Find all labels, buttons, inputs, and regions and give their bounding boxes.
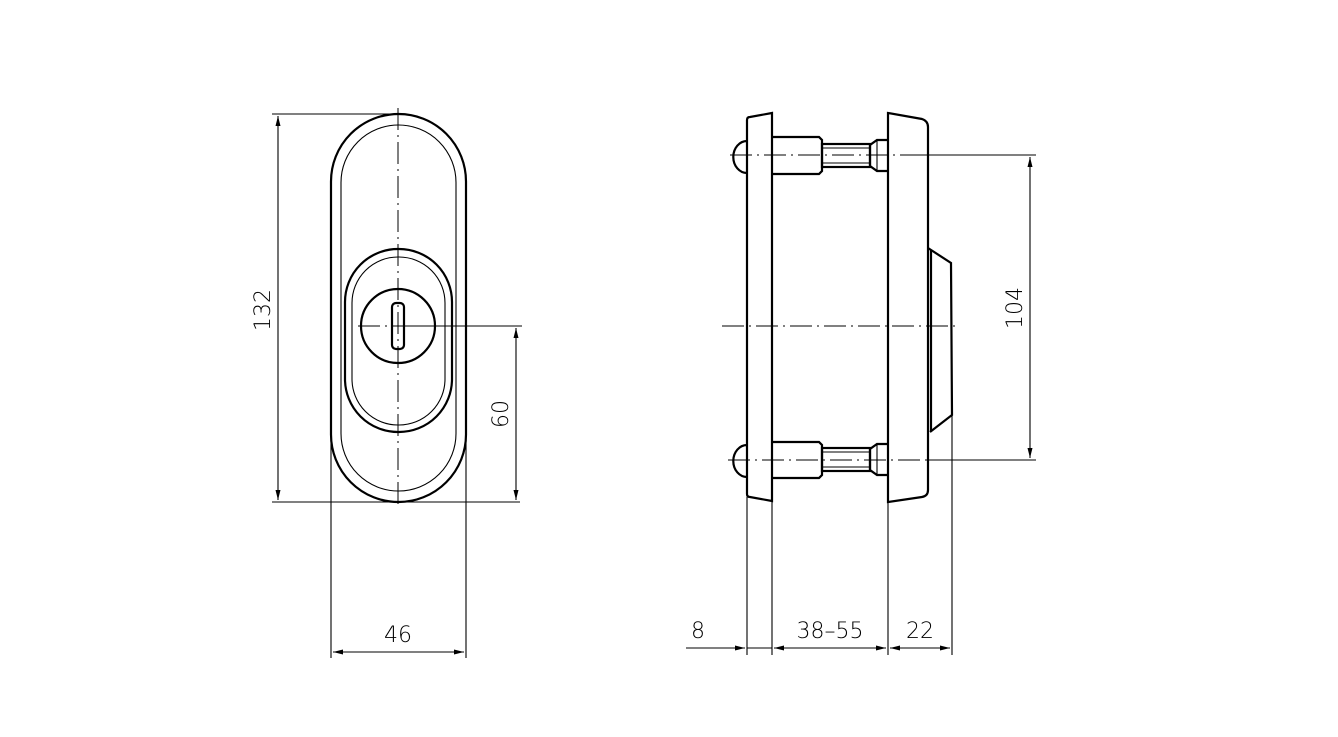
side-view: 104 8 38–55 22 xyxy=(686,111,1036,655)
dimension-height-label: 132 xyxy=(251,289,276,331)
outer-rosette xyxy=(886,111,930,504)
cylinder-guard-dome xyxy=(927,247,954,433)
dimension-inner-plate-label: 8 xyxy=(691,619,705,644)
dimension-screw-spacing-label: 104 xyxy=(1003,287,1028,329)
front-view: 132 60 46 xyxy=(251,108,522,658)
dimension-keyhole-offset-label: 60 xyxy=(489,400,514,428)
dimension-door-thickness-label: 38–55 xyxy=(797,619,864,644)
dimension-width-label: 46 xyxy=(384,623,412,648)
inner-rosette xyxy=(745,111,774,503)
dimension-outer-plate-label: 22 xyxy=(906,619,934,644)
escutcheon-outline xyxy=(329,112,468,504)
